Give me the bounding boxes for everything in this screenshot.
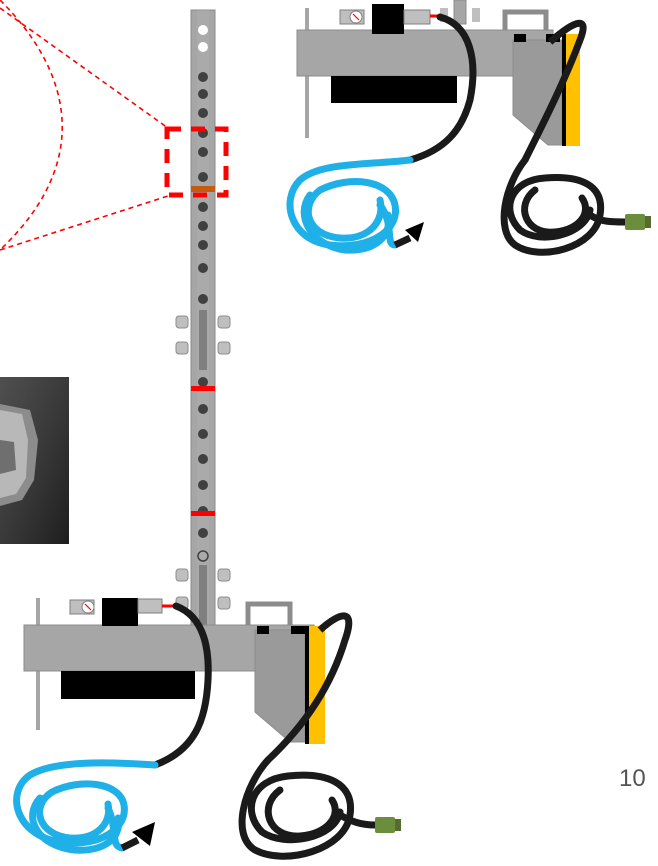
- red-marker: [191, 386, 215, 391]
- plug-icon: [625, 214, 645, 230]
- callout-line-lower: [0, 196, 168, 250]
- black-block: [331, 76, 457, 103]
- lower-assembly: [17, 598, 401, 856]
- blue-hose-coil: [17, 763, 155, 850]
- callout-lines: [0, 0, 168, 250]
- black-cable-coil: [504, 160, 625, 252]
- black-block: [61, 671, 195, 699]
- amber-marker: [191, 186, 215, 192]
- callout-curve: [0, 0, 62, 250]
- red-marker: [191, 511, 215, 516]
- upper-assembly: [290, 0, 651, 252]
- callout-line-upper: [0, 8, 168, 128]
- blue-hose-coil: [290, 160, 410, 250]
- pole-clamp-lower: [176, 565, 230, 625]
- pole-clamp-middle: [176, 310, 230, 370]
- page-number: 10: [619, 765, 646, 793]
- pole-hole-open: [198, 25, 208, 35]
- vertical-pole: [176, 10, 230, 630]
- pole-hole-open: [198, 42, 208, 52]
- black-cable-coil: [242, 760, 375, 856]
- nut-photo-inset: [0, 377, 69, 544]
- plug-icon: [375, 817, 395, 833]
